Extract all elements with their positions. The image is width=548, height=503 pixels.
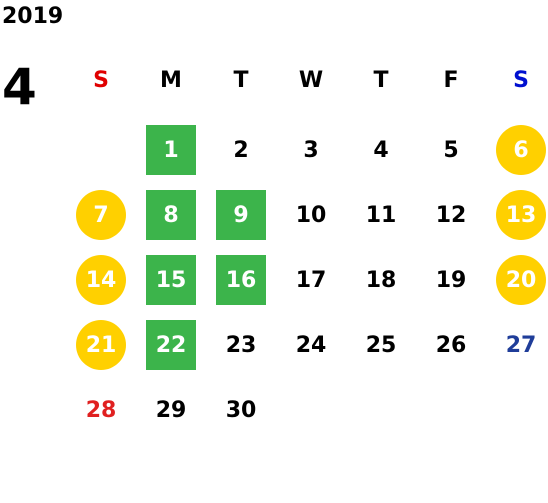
day-cell[interactable]: 29 — [155, 397, 187, 423]
day-cell[interactable]: 5 — [443, 137, 459, 163]
day-cell[interactable]: 21 — [76, 320, 126, 370]
day-cell[interactable]: 7 — [76, 190, 126, 240]
day-cell[interactable]: 30 — [225, 397, 257, 423]
day-cell[interactable]: 13 — [496, 190, 546, 240]
day-cell[interactable]: 28 — [85, 397, 117, 423]
weekday-header: T — [233, 68, 249, 93]
day-cell[interactable]: 19 — [435, 267, 467, 293]
weekday-header: T — [373, 68, 389, 93]
day-cell[interactable]: 25 — [365, 332, 397, 358]
day-cell[interactable]: 27 — [505, 332, 537, 358]
weekday-header: S — [93, 68, 109, 93]
day-cell[interactable]: 4 — [373, 137, 389, 163]
day-cell[interactable]: 6 — [496, 125, 546, 175]
day-cell[interactable]: 8 — [146, 190, 196, 240]
day-cell[interactable]: 10 — [295, 202, 327, 228]
weekday-header: M — [160, 68, 182, 93]
day-cell[interactable]: 26 — [435, 332, 467, 358]
day-cell[interactable]: 2 — [233, 137, 249, 163]
day-cell[interactable]: 16 — [216, 255, 266, 305]
day-cell[interactable]: 22 — [146, 320, 196, 370]
day-cell[interactable]: 9 — [216, 190, 266, 240]
day-cell[interactable]: 15 — [146, 255, 196, 305]
day-cell[interactable]: 20 — [496, 255, 546, 305]
year-label: 2019 — [2, 4, 64, 29]
day-cell[interactable]: 3 — [303, 137, 319, 163]
day-cell[interactable]: 11 — [365, 202, 397, 228]
day-cell[interactable]: 12 — [435, 202, 467, 228]
day-cell[interactable]: 1 — [146, 125, 196, 175]
day-cell[interactable]: 18 — [365, 267, 397, 293]
weekday-header: W — [298, 68, 324, 93]
month-number: 4 — [2, 58, 37, 116]
day-cell[interactable]: 24 — [295, 332, 327, 358]
day-cell[interactable]: 14 — [76, 255, 126, 305]
weekday-header: F — [443, 68, 459, 93]
day-cell[interactable]: 23 — [225, 332, 257, 358]
weekday-header: S — [513, 68, 529, 93]
day-cell[interactable]: 17 — [295, 267, 327, 293]
